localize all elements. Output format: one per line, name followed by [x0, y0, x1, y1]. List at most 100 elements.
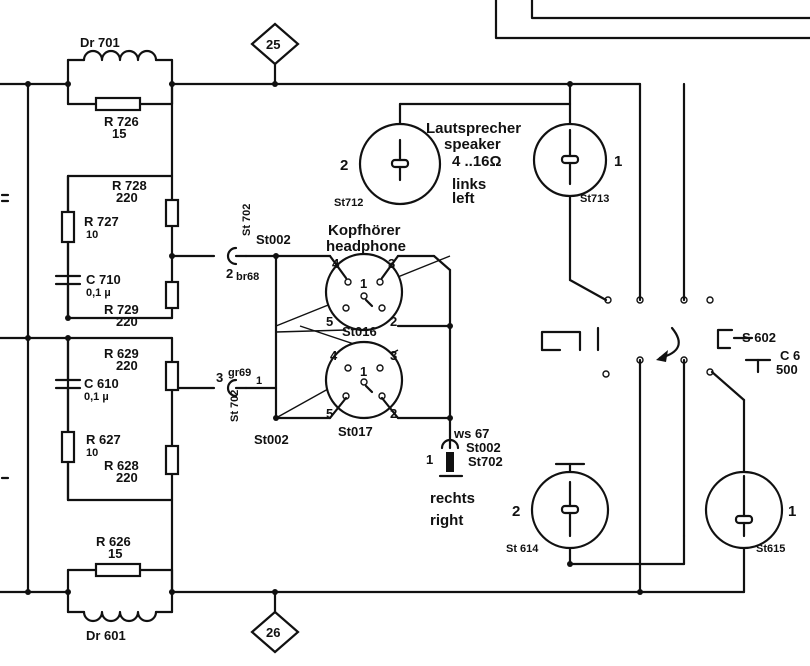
r726-name: R 726: [104, 114, 139, 129]
speaker-right-de: rechts: [430, 490, 475, 507]
capacitor-c610: C 610 0,1 µ: [54, 336, 119, 434]
switch-s602: S 602: [742, 330, 776, 345]
c6xx-name: C 6: [780, 348, 800, 363]
st702-bottom-pin: 3: [216, 370, 223, 385]
st614-pin: 2: [512, 503, 520, 520]
c710-name: C 710: [86, 272, 121, 287]
jack1-pin-3: 3: [388, 256, 395, 271]
jack1-name: St016: [342, 324, 377, 339]
jack1-pin-2: 2: [390, 314, 397, 329]
marker-26: 26: [250, 589, 300, 654]
r628-value: 220: [116, 470, 138, 485]
r728-name: R 728: [112, 178, 147, 193]
r729-value: 220: [116, 314, 138, 329]
r728-value: 220: [116, 190, 138, 205]
r627-value: 10: [86, 447, 98, 459]
jack2-pin-3: 3: [390, 348, 397, 363]
st702-top-name: St 702: [241, 204, 253, 236]
resistor-r727: R 727 10: [60, 174, 119, 272]
r626-value: 15: [108, 546, 122, 561]
r628-name: R 628: [104, 458, 139, 473]
resistor-r629: R 629 220: [104, 346, 180, 392]
choke-dr601-label: Dr 601: [86, 628, 126, 643]
jack2-pin-4: 4: [330, 348, 338, 363]
r627-name: R 627: [86, 432, 121, 447]
speaker-block: Lautsprecher speaker 4 ..16Ω links left …: [334, 120, 796, 555]
c610-name: C 610: [84, 376, 119, 391]
ws-line3: St702: [468, 454, 503, 469]
st702-bottom-name: St 702: [229, 390, 241, 422]
resistor-r729: R 729 220: [104, 280, 180, 329]
r629-value: 220: [116, 358, 138, 373]
speaker-impedance: 4 ..16Ω: [452, 153, 502, 170]
jack1-pin-5: 5: [326, 314, 333, 329]
resistor-r728: R 728 220: [112, 178, 180, 228]
jack1-pin-1: 1: [360, 276, 367, 291]
c710-value: 0,1 µ: [86, 287, 111, 299]
jack1-pin-4: 4: [332, 256, 340, 271]
connector-st702-bottom: 3 1 gr69 St 702 St002: [216, 367, 289, 447]
st615-pin: 1: [788, 503, 796, 520]
c610-value: 0,1 µ: [84, 391, 109, 403]
connector-st702-top: St 702 2 br68 St002: [226, 204, 291, 283]
capacitor-c6xx: C 6 500: [776, 348, 800, 377]
marker-26-label: 26: [266, 625, 280, 640]
socket-st614: 2 St 614: [506, 470, 610, 555]
speaker-left-de: links: [452, 176, 486, 193]
capacitor-c710: C 710 0,1 µ: [54, 272, 121, 320]
marker-25-label: 25: [266, 37, 280, 52]
st713-name: St713: [580, 193, 609, 205]
choke-dr701-label: Dr 701: [80, 35, 120, 50]
socket-st713: 1 St713: [532, 122, 622, 205]
speaker-title-en: speaker: [444, 136, 501, 153]
c6xx-value: 500: [776, 362, 798, 377]
st702-bottom-pin2: 1: [256, 375, 262, 387]
r629-name: R 629: [104, 346, 139, 361]
st615-name: St615: [756, 543, 785, 555]
jack2-pin-5: 5: [326, 406, 333, 421]
resistor-r628: R 628 220: [104, 444, 180, 485]
st702-bottom-wire: gr69: [228, 367, 251, 379]
speaker-title-de: Lautsprecher: [426, 120, 521, 137]
jack-st017: 4 3 1 5 2 St017: [324, 340, 404, 439]
headphone-title-de: Kopfhörer: [328, 222, 401, 239]
jack-st016: 4 3 1 5 2 St016: [324, 252, 404, 339]
st713-pin: 1: [614, 153, 622, 170]
ws-pin: 1: [426, 452, 433, 467]
speaker-left-en: left: [452, 190, 475, 207]
jack2-pin-1: 1: [360, 364, 367, 379]
left-frame: [0, 82, 70, 594]
r626-name: R 626: [96, 534, 131, 549]
marker-25: 25: [250, 22, 300, 87]
r727-value: 10: [86, 229, 98, 241]
connector-ws67: 1 ws 67 St002 St702: [426, 426, 503, 478]
st712-name: St712: [334, 197, 363, 209]
r729-name: R 729: [104, 302, 139, 317]
st712-pin: 2: [340, 157, 348, 174]
st614-name: St 614: [506, 543, 539, 555]
socket-st712: 2 St712: [334, 122, 442, 209]
choke-dr601: Dr 601: [66, 562, 174, 643]
ws-line2: St002: [466, 440, 501, 455]
r726-value: 15: [112, 126, 126, 141]
jack2-pin-2: 2: [390, 406, 397, 421]
resistor-r726: R 726 15: [104, 114, 139, 141]
resistor-r626: R 626 15: [96, 534, 131, 561]
ws-line1: ws 67: [453, 426, 489, 441]
speaker-right-en: right: [430, 512, 463, 529]
s602-label: S 602: [742, 330, 776, 345]
choke-dr701: Dr 701: [66, 35, 174, 112]
top-right-frame: [494, 0, 810, 40]
r727-name: R 727: [84, 214, 119, 229]
st702-bottom-ref: St002: [254, 432, 289, 447]
st702-top-wire: br68: [236, 271, 259, 283]
resistor-r627: R 627 10: [60, 430, 121, 502]
headphone-block: Kopfhörer headphone 4 3 1 5 2 St016: [324, 222, 406, 439]
switch-terminals: [602, 296, 714, 378]
jack2-name: St017: [338, 424, 373, 439]
st702-top-ref: St002: [256, 232, 291, 247]
socket-st615: 1 St615: [704, 470, 796, 555]
headphone-title-en: headphone: [326, 238, 406, 255]
st702-top-pin: 2: [226, 266, 233, 281]
